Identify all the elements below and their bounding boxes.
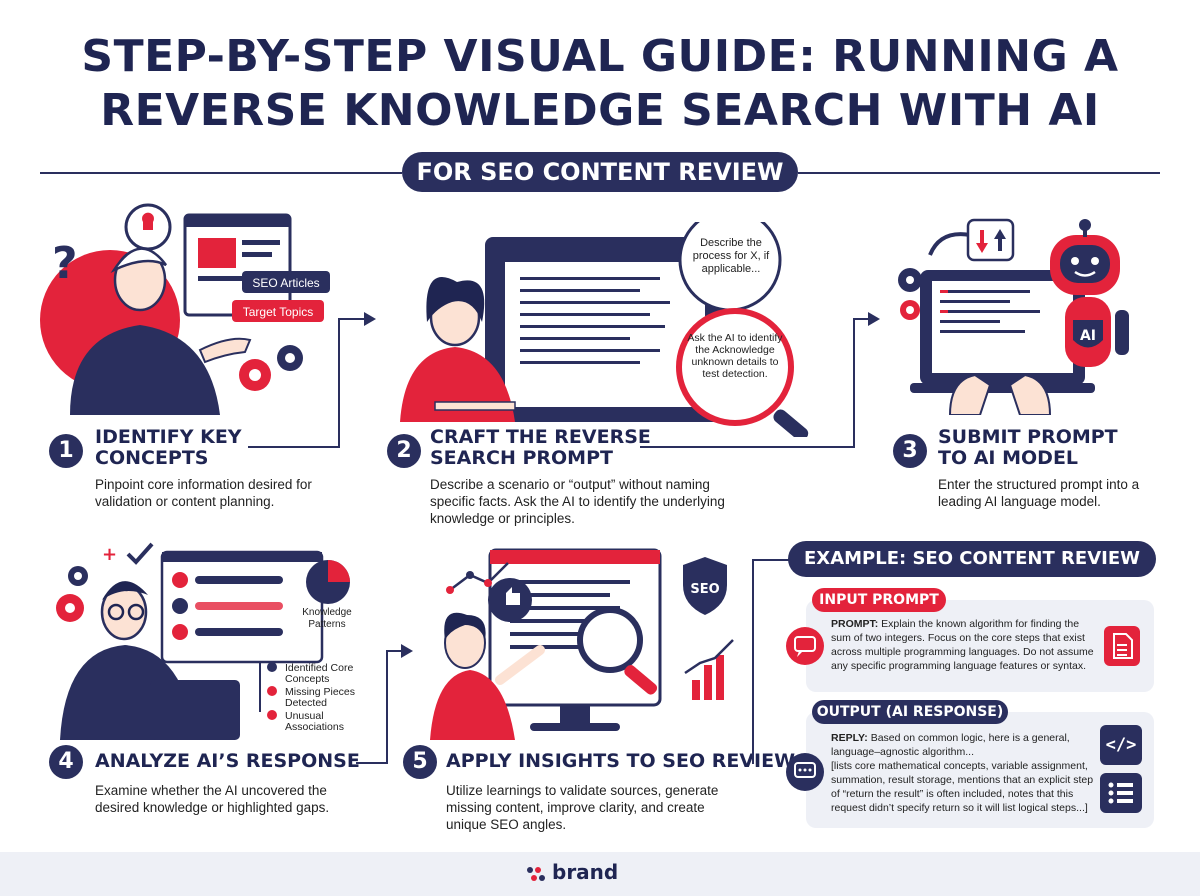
step-1-title: IDENTIFY KEY CONCEPTS	[95, 426, 242, 469]
step-3-description: Enter the structured prompt into a leadi…	[938, 477, 1140, 509]
illustration-apply: SEO	[430, 548, 734, 740]
title-line-1: STEP-BY-STEP VISUAL GUIDE: RUNNING A	[81, 31, 1119, 82]
connector-1-2	[248, 446, 340, 448]
analysis-item-3: Unusual Associations	[285, 710, 344, 733]
laptop-base	[910, 383, 1095, 393]
step-2-number: 2	[387, 434, 421, 468]
bubble-1-text: Describe the process for X, if applicabl…	[692, 237, 770, 275]
chat-icon	[786, 627, 824, 665]
page-title: STEP-BY-STEP VISUAL GUIDE: RUNNING A REV…	[0, 30, 1200, 138]
analysis-item-1: Identified Core Concepts	[285, 662, 354, 685]
check-icon	[126, 542, 154, 565]
tag-seo-articles-label: SEO Articles	[252, 276, 319, 290]
step-1-description: Pinpoint core information desired for va…	[95, 477, 312, 509]
step-5-description: Utilize learnings to validate sources, g…	[446, 783, 719, 832]
arrow-icon	[928, 232, 971, 256]
step-4-number: 4	[49, 745, 83, 779]
seo-shield-label: SEO	[690, 582, 719, 597]
question-mark-icon: ?	[52, 238, 78, 289]
code-icon: </>	[1100, 725, 1142, 765]
arrow-icon	[868, 312, 880, 326]
title-line-2: REVERSE KNOWLEDGE SEARCH WITH AI	[100, 85, 1100, 136]
step-3-number: 3	[893, 434, 927, 468]
footer	[0, 852, 1200, 896]
person-body	[430, 670, 515, 740]
svg-text:+: +	[102, 544, 117, 565]
bubble-2-text: Ask the AI to identify the Acknowledge u…	[687, 332, 783, 380]
brand-name: brand	[552, 860, 619, 884]
step-4-description: Examine whether the AI uncovered the des…	[95, 783, 330, 815]
step-5-number: 5	[403, 745, 437, 779]
step-3-title: SUBMIT PROMPT TO AI MODEL	[938, 426, 1118, 469]
list-icon	[1100, 773, 1142, 813]
output-label: OUTPUT (AI RESPONSE)	[812, 700, 1008, 724]
seo-shield	[683, 557, 727, 615]
connector-2-3	[640, 446, 855, 448]
step-5-title: APPLY INSIGHTS TO SEO REVIEW	[446, 750, 796, 772]
magnifier-lens	[676, 308, 794, 426]
person-body	[70, 325, 220, 415]
chat-icon	[786, 753, 824, 791]
input-prompt-text: PROMPT: Explain the known algorithm for …	[831, 618, 1094, 672]
robot-badge: AI	[1080, 328, 1096, 344]
document-icon	[1104, 626, 1140, 666]
input-prompt-box	[806, 600, 1154, 692]
step-2-title: CRAFT THE REVERSE SEARCH PROMPT	[430, 426, 651, 469]
step-4-title: ANALYZE AI’S RESPONSE	[95, 750, 360, 772]
subtitle-rule-left	[40, 172, 402, 174]
arrow-icon	[364, 312, 376, 326]
tag-target-topics	[232, 300, 324, 322]
illustration-identify: ? SEO Articles Target Topics	[40, 203, 330, 415]
laptop	[150, 680, 240, 740]
connector-4-5	[356, 762, 388, 764]
tag-seo-articles	[242, 271, 330, 293]
step-2-description: Describe a scenario or “output” without …	[430, 477, 725, 526]
output-text: REPLY: Based on common logic, here is a …	[831, 732, 1094, 814]
tag-target-topics-label: Target Topics	[243, 305, 313, 319]
analysis-item-2: Missing Pieces Detected	[285, 686, 356, 709]
subtitle-pill: FOR SEO CONTENT REVIEW	[402, 152, 798, 192]
brand-logo-icon	[527, 867, 545, 881]
arrow-icon	[401, 644, 413, 658]
magnifier-icon	[577, 607, 643, 673]
step-1-number: 1	[49, 434, 83, 468]
connector-5-example	[752, 559, 754, 764]
output-box	[806, 712, 1154, 828]
trend-icon	[449, 562, 509, 591]
illustration-submit: AI	[898, 218, 1129, 415]
upload-download-icon	[966, 218, 1015, 262]
input-prompt-label: INPUT PROMPT	[812, 588, 946, 612]
illustration-craft: Describe the process for X, if applicabl…	[400, 222, 809, 437]
lightbulb-icon	[142, 212, 154, 230]
magnifier-handle	[773, 409, 809, 437]
example-header: EXAMPLE: SEO CONTENT REVIEW	[788, 541, 1156, 577]
subtitle-rule-right	[798, 172, 1160, 174]
